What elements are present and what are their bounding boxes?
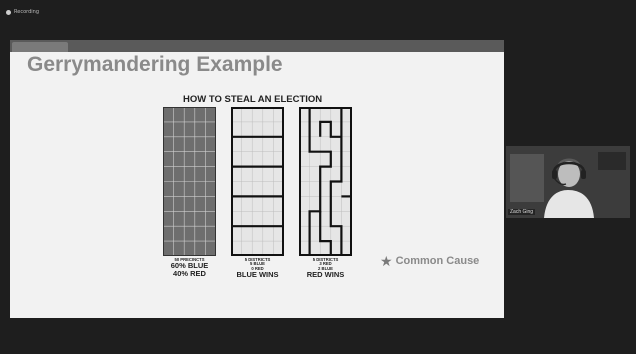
slide-subtitle: HOW TO STEAL AN ELECTION xyxy=(183,94,323,105)
precinct-grid-border xyxy=(163,107,216,256)
caption-line: 3 RED xyxy=(319,261,332,267)
top-bar: Recording xyxy=(0,0,636,26)
caption-line: 50 PRECINCTS xyxy=(174,257,205,262)
common-cause-logo: ★ Common Cause xyxy=(380,254,479,268)
recording-label: Recording xyxy=(14,9,40,15)
participant-name: Zach Ging xyxy=(508,209,536,215)
district-map-blue-wins xyxy=(231,107,284,256)
caption-big-line: BLUE WINS xyxy=(236,270,279,280)
district-boundaries xyxy=(308,107,352,256)
star-icon: ★ xyxy=(380,253,393,269)
logo-text: Common Cause xyxy=(395,255,480,267)
caption-precincts: 50 PRECINCTS 60% BLUE 40% RED xyxy=(163,257,216,279)
caption-big-line: 60% BLUE xyxy=(170,261,209,271)
slide-title: Gerrymandering Example xyxy=(27,53,283,76)
caption-line: 0 RED xyxy=(251,265,264,271)
district-boundaries xyxy=(231,135,284,228)
caption-line: 5 BLUE xyxy=(250,261,265,267)
caption-line: 5 DISTRICTS xyxy=(244,257,271,262)
precinct-grid-lines xyxy=(163,107,216,256)
participant-avatar xyxy=(506,146,630,218)
record-icon xyxy=(6,9,11,15)
participant-video[interactable]: Zach Ging xyxy=(506,146,630,218)
caption-big-line: RED WINS xyxy=(306,270,345,280)
caption-big-line: 40% RED xyxy=(173,269,206,279)
caption-line: 2 BLUE xyxy=(318,265,333,271)
bottom-bar xyxy=(0,328,636,354)
district-map-red-wins xyxy=(299,107,352,256)
share-tab[interactable] xyxy=(12,42,68,52)
caption-blue-wins: 5 DISTRICTS 5 BLUE 0 RED BLUE WINS xyxy=(227,257,288,280)
recording-indicator[interactable]: Recording xyxy=(6,9,39,15)
precinct-grid xyxy=(163,107,216,256)
caption-red-wins: 5 DISTRICTS 3 RED 2 BLUE RED WINS xyxy=(295,257,356,280)
caption-line: 5 DISTRICTS xyxy=(312,257,339,262)
share-toolbar xyxy=(10,40,504,52)
